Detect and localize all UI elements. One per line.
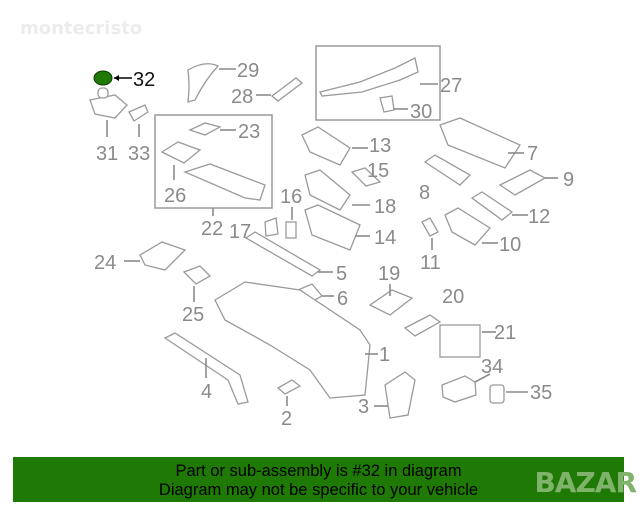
label-22: 22 (201, 218, 223, 240)
banner-line-1: Part or sub-assembly is #32 in diagram (175, 462, 462, 480)
banner-line-2: Diagram may not be specific to your vehi… (158, 481, 479, 499)
part-12[interactable] (470, 191, 528, 221)
label-19: 19 (378, 263, 400, 285)
part-35[interactable] (489, 384, 528, 404)
label-25: 25 (182, 304, 204, 326)
part-17[interactable] (264, 217, 279, 237)
part-20[interactable] (403, 314, 442, 337)
part-4[interactable] (163, 332, 249, 405)
label-11: 11 (420, 252, 441, 274)
label-26: 26 (164, 185, 186, 207)
part-5[interactable] (244, 231, 333, 277)
label-3: 3 (358, 396, 369, 418)
part-3[interactable] (374, 371, 416, 419)
label-6: 6 (337, 288, 348, 310)
bazar-logo: BAZAR (534, 466, 637, 499)
part-34[interactable] (441, 373, 491, 403)
part-18[interactable] (304, 169, 370, 211)
label-9: 9 (563, 169, 574, 191)
label-16: 16 (280, 186, 302, 208)
label-17: 17 (229, 221, 251, 243)
label-32: 32 (133, 69, 155, 91)
label-4: 4 (201, 381, 212, 403)
part-33[interactable] (128, 104, 149, 137)
part-21[interactable] (439, 324, 496, 358)
part-10[interactable] (444, 207, 498, 246)
part-11[interactable] (421, 217, 439, 250)
label-5: 5 (336, 263, 347, 285)
part-2[interactable] (276, 379, 302, 406)
label-27: 27 (440, 75, 462, 97)
label-2: 2 (281, 408, 292, 430)
part-29[interactable] (187, 63, 236, 103)
label-7: 7 (527, 143, 538, 165)
part-9[interactable] (498, 169, 558, 196)
label-30: 30 (410, 101, 432, 123)
label-29: 29 (237, 60, 259, 82)
label-34: 34 (481, 356, 503, 378)
part-27[interactable] (319, 57, 438, 97)
label-12: 12 (528, 206, 550, 228)
label-1: 1 (379, 344, 390, 366)
label-21: 21 (494, 322, 516, 344)
part-16[interactable] (285, 207, 297, 239)
part-13[interactable] (301, 126, 368, 166)
part-14[interactable] (304, 204, 370, 251)
label-35: 35 (530, 382, 552, 404)
watermark: montecristo (20, 18, 143, 39)
label-13: 13 (369, 135, 391, 157)
group-box-27 (315, 45, 441, 121)
part-31[interactable] (89, 87, 128, 137)
part-19[interactable] (368, 284, 414, 316)
part-15[interactable] (350, 167, 382, 187)
part-30[interactable] (379, 95, 408, 113)
part-28[interactable] (256, 77, 304, 102)
part-1-console[interactable] (214, 281, 378, 399)
part-8[interactable] (423, 154, 472, 186)
label-23: 23 (238, 121, 260, 143)
label-8: 8 (419, 182, 430, 204)
label-10: 10 (499, 234, 521, 256)
label-28: 28 (231, 86, 253, 108)
label-18: 18 (374, 196, 396, 218)
info-banner: Part or sub-assembly is #32 in diagram D… (13, 457, 624, 502)
label-24: 24 (94, 252, 116, 274)
label-14: 14 (374, 227, 396, 249)
part-25[interactable] (182, 265, 212, 302)
part-7[interactable] (439, 117, 524, 169)
label-20: 20 (442, 286, 464, 308)
label-15: 15 (367, 160, 389, 182)
label-31: 31 (96, 143, 118, 165)
part-22-trim[interactable] (183, 163, 266, 201)
part-24[interactable] (124, 241, 187, 271)
part-23[interactable] (188, 122, 236, 136)
part-32-highlighted[interactable] (93, 70, 132, 86)
label-33: 33 (128, 143, 150, 165)
part-26[interactable] (160, 141, 202, 180)
